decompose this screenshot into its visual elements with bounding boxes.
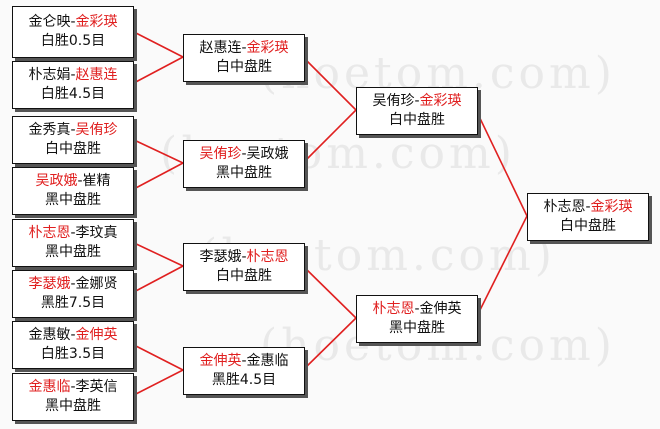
match-players: 金惠敏-金伸英 [28, 327, 118, 343]
match-box-round1: 吴政娥-崔精 黑中盘胜 [12, 167, 134, 215]
match-players: 吴侑珍-金彩瑛 [372, 93, 462, 109]
match-box-round2: 赵惠连-金彩瑛 白中盘胜 [183, 34, 305, 82]
player-name: 朴志恩 [28, 225, 71, 241]
match-box-semifinal: 朴志恩-金伸英 黑中盘胜 [356, 295, 478, 343]
bracket-connector-line [475, 215, 528, 319]
match-result: 黑中盘胜 [389, 320, 445, 336]
player-name: 金娜贤 [75, 276, 118, 292]
bracket-connector-line [131, 30, 184, 58]
player-name: 金伸英 [199, 353, 242, 369]
match-box-round1: 金仑映-金彩瑛 白胜0.5目 [12, 6, 134, 58]
match-result: 白中盘胜 [216, 59, 272, 75]
player-name: 金惠临 [246, 353, 289, 369]
bracket-connector-line [302, 317, 357, 371]
bracket-connector-line [131, 162, 184, 191]
match-box-round1: 朴志恩-李玟真 黑中盘胜 [12, 219, 134, 267]
player-name: 金彩瑛 [75, 14, 118, 30]
player-name: 朴志恩 [543, 199, 586, 215]
player-name: 朴志恩 [372, 301, 415, 317]
match-result: 黑胜4.5目 [211, 372, 277, 388]
player-name: 赵惠连 [75, 67, 118, 83]
match-players: 金惠临-李英信 [28, 379, 118, 395]
match-result: 白中盘胜 [216, 268, 272, 284]
player-name: 赵惠连 [199, 40, 242, 56]
match-players: 朴志娟-赵惠连 [28, 67, 118, 83]
bracket-connector-line [131, 241, 184, 267]
player-name: 崔精 [82, 173, 111, 189]
match-players: 朴志恩-金彩瑛 [543, 199, 633, 215]
bracket-connector-line [131, 138, 184, 164]
match-box-round1: 金秀真-吴侑珍 白中盘胜 [12, 116, 134, 164]
match-result: 黑中盘胜 [45, 398, 101, 414]
match-result: 白中盘胜 [389, 112, 445, 128]
match-box-final: 朴志恩-金彩瑛 白中盘胜 [527, 193, 649, 241]
match-result: 黑中盘胜 [216, 165, 272, 181]
match-players: 金仑映-金彩瑛 [28, 14, 118, 30]
match-result: 黑中盘胜 [45, 192, 101, 208]
match-players: 赵惠连-金彩瑛 [199, 40, 289, 56]
bracket-connector-line [302, 109, 357, 164]
bracket-connector-line [131, 56, 184, 85]
match-box-round1: 李瑟娥-金娜贤 黑胜7.5目 [12, 270, 134, 318]
match-players: 吴政娥-崔精 [35, 173, 111, 189]
player-name: 吴政娥 [246, 146, 289, 162]
player-name: 金惠临 [28, 379, 71, 395]
player-name: 金伸英 [419, 301, 462, 317]
match-players: 朴志恩-金伸英 [372, 301, 462, 317]
match-box-round1: 金惠敏-金伸英 白胜3.5目 [12, 321, 134, 369]
match-players: 吴侑珍-吴政娥 [199, 146, 289, 162]
bracket-connector-line [302, 265, 357, 319]
match-result: 黑中盘胜 [45, 244, 101, 260]
player-name: 金彩瑛 [590, 199, 633, 215]
match-box-round2: 金伸英-金惠临 黑胜4.5目 [183, 347, 305, 395]
match-players: 金秀真-吴侑珍 [28, 122, 118, 138]
player-name: 朴志娟 [28, 67, 71, 83]
player-name: 金彩瑛 [419, 93, 462, 109]
player-name: 朴志恩 [246, 249, 289, 265]
match-box-round1: 金惠临-李英信 黑中盘胜 [12, 373, 134, 421]
bracket-connector-line [131, 343, 184, 371]
player-name: 吴政娥 [35, 173, 78, 189]
match-result: 白中盘胜 [560, 218, 616, 234]
match-result: 白中盘胜 [45, 141, 101, 157]
bracket-connector-line [131, 369, 184, 397]
player-name: 金伸英 [75, 327, 118, 343]
player-name: 李瑟娥 [28, 276, 71, 292]
player-name: 李瑟娥 [199, 249, 242, 265]
player-name: 吴侑珍 [199, 146, 242, 162]
match-players: 朴志恩-李玟真 [28, 225, 118, 241]
player-name: 李英信 [75, 379, 118, 395]
match-result: 白胜3.5目 [40, 346, 106, 362]
player-name: 李玟真 [75, 225, 118, 241]
bracket-connector-line [302, 56, 357, 111]
player-name: 金惠敏 [28, 327, 71, 343]
match-box-round1: 朴志娟-赵惠连 白胜4.5目 [12, 61, 134, 109]
match-result: 白胜0.5目 [40, 33, 106, 49]
match-box-round2: 吴侑珍-吴政娥 黑中盘胜 [183, 140, 305, 188]
bracket-connector-line [475, 109, 528, 217]
player-name: 金秀真 [28, 122, 71, 138]
player-name: 吴侑珍 [75, 122, 118, 138]
match-result: 白胜4.5目 [40, 86, 106, 102]
match-players: 李瑟娥-朴志恩 [199, 249, 289, 265]
player-name: 金彩瑛 [246, 40, 289, 56]
match-players: 李瑟娥-金娜贤 [28, 276, 118, 292]
match-box-semifinal: 吴侑珍-金彩瑛 白中盘胜 [356, 87, 478, 135]
player-name: 吴侑珍 [372, 93, 415, 109]
match-result: 黑胜7.5目 [40, 295, 106, 311]
bracket-connector-line [131, 265, 184, 294]
player-name: 金仑映 [28, 14, 71, 30]
match-players: 金伸英-金惠临 [199, 353, 289, 369]
match-box-round2: 李瑟娥-朴志恩 白中盘胜 [183, 243, 305, 291]
